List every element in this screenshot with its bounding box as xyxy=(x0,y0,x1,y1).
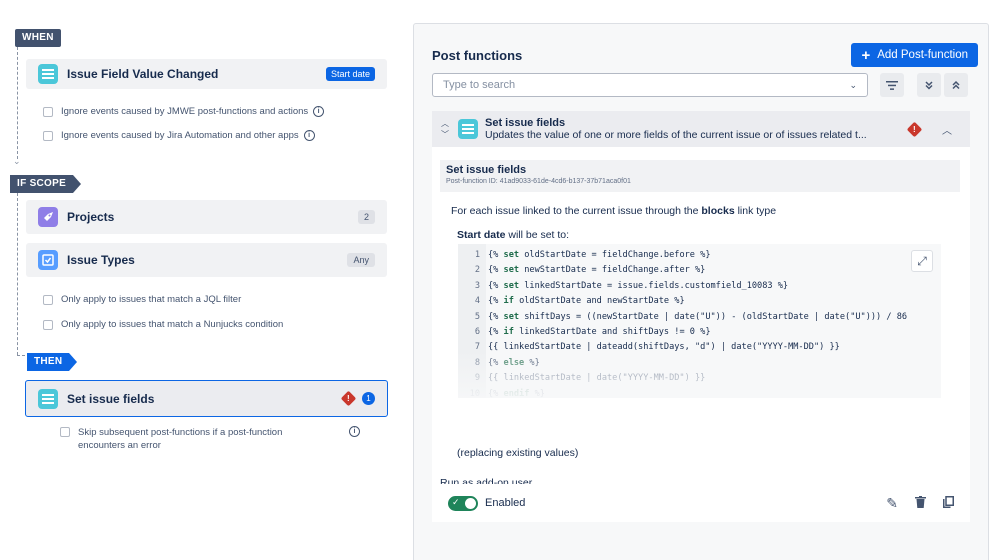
link-type-description: For each issue linked to the current iss… xyxy=(451,205,777,217)
line-number: 2 xyxy=(474,265,480,276)
post-function-id: Post-function ID: 41ad9033-61de-4cd6-b13… xyxy=(446,178,631,185)
expand-all-button[interactable] xyxy=(917,73,941,97)
checkbox-square-icon xyxy=(38,250,58,270)
post-functions-panel: Post functions + Add Post-function Type … xyxy=(413,23,989,560)
issue-types-badge: Any xyxy=(347,253,375,267)
code-editor[interactable]: 1{% set oldStartDate = fieldChange.befor… xyxy=(458,244,941,398)
double-chevron-down-icon xyxy=(925,81,933,90)
panel-title: Post functions xyxy=(432,48,523,63)
line-number: 4 xyxy=(474,296,480,307)
error-icon: ! xyxy=(906,121,923,137)
reorder-controls[interactable]: ︿ ﹀ xyxy=(432,118,458,140)
trigger-title: Issue Field Value Changed xyxy=(67,67,219,81)
info-icon[interactable]: i xyxy=(349,426,360,437)
when-tag: WHEN xyxy=(15,29,61,47)
enabled-toggle[interactable] xyxy=(448,495,478,511)
line-number: 1 xyxy=(474,250,480,260)
info-icon[interactable]: i xyxy=(303,130,315,141)
chevron-down-icon[interactable]: ⌄ xyxy=(849,79,857,90)
checkbox[interactable] xyxy=(43,295,53,305)
projects-card[interactable]: Projects 2 xyxy=(26,200,387,234)
scope-option-2[interactable]: Only apply to issues that match a Nunjuc… xyxy=(43,319,283,330)
line-number: 7 xyxy=(474,342,480,353)
delete-icon[interactable] xyxy=(915,495,926,511)
info-icon[interactable]: i xyxy=(313,106,325,117)
search-placeholder: Type to search xyxy=(443,79,516,91)
post-function-body: Set issue fields Post-function ID: 41ad9… xyxy=(432,147,970,521)
scope-option-1[interactable]: Only apply to issues that match a JQL fi… xyxy=(43,294,241,305)
move-up-icon[interactable]: ︿ xyxy=(441,119,449,128)
search-input[interactable]: Type to search ⌄ xyxy=(432,73,868,97)
code-line: 2{% set newStartDate = fieldChange.after… xyxy=(458,263,941,278)
add-post-function-button[interactable]: + Add Post-function xyxy=(851,43,978,67)
checkbox[interactable] xyxy=(43,107,53,117)
action-option-skip[interactable]: Skip subsequent post-functions if a post… xyxy=(60,426,360,452)
trigger-option-2[interactable]: Ignore events caused by Jira Automation … xyxy=(43,130,315,141)
code-line: 5{% set shiftDays = ((newStartDate | dat… xyxy=(458,310,941,325)
connector-line xyxy=(17,193,18,355)
projects-count-badge: 2 xyxy=(357,210,375,224)
post-function-title: Set issue fields xyxy=(485,117,566,129)
expand-editor-button[interactable]: ⤢ xyxy=(911,250,933,272)
code-line: 6{% if linkedStartDate and shiftDays != … xyxy=(458,325,941,340)
collapse-all-button[interactable] xyxy=(944,73,968,97)
replacing-note: (replacing existing values) xyxy=(457,447,579,459)
double-chevron-up-icon xyxy=(952,80,960,90)
trigger-option-1[interactable]: Ignore events caused by JMWE post-functi… xyxy=(43,106,325,117)
line-number: 5 xyxy=(474,311,480,322)
line-number: 6 xyxy=(474,327,480,337)
filter-icon xyxy=(886,80,898,90)
rocket-icon xyxy=(38,207,58,227)
then-tag: THEN xyxy=(27,353,78,371)
workflow-column: WHEN ⌄ Issue Field Value Changed Start d… xyxy=(0,0,400,560)
issue-types-card[interactable]: Issue Types Any xyxy=(26,243,387,277)
collapse-chevron-icon[interactable]: ︿ xyxy=(942,125,952,137)
post-function-subheader: Set issue fields Post-function ID: 41ad9… xyxy=(440,160,960,192)
connector-line xyxy=(17,47,18,159)
code-line: 4{% if oldStartDate and newStartDate %} xyxy=(458,294,941,309)
post-function-summary: Updates the value of one or more fields … xyxy=(485,129,867,141)
list-icon xyxy=(458,119,478,139)
code-line: 7{{ linkedStartDate | dateadd(shiftDays,… xyxy=(458,340,941,355)
connector-line xyxy=(17,355,25,356)
arrow-down-icon: ⌄ xyxy=(13,156,21,166)
trigger-card[interactable]: Issue Field Value Changed Start date xyxy=(26,59,387,89)
post-function-header[interactable]: ︿ ﹀ Set issue fields Updates the value o… xyxy=(432,111,970,147)
issue-types-title: Issue Types xyxy=(67,253,135,267)
code-line: 3{% set linkedStartDate = issue.fields.c… xyxy=(458,279,941,294)
checkbox[interactable] xyxy=(43,320,53,330)
enabled-label: Enabled xyxy=(485,497,526,509)
filter-button[interactable] xyxy=(880,73,904,97)
error-icon: ! xyxy=(340,390,357,407)
copy-icon[interactable] xyxy=(943,495,954,511)
field-label: Start date will be set to: xyxy=(457,229,570,241)
if-scope-tag: IF SCOPE xyxy=(10,175,82,193)
action-card-set-issue-fields[interactable]: Set issue fields ! 1 xyxy=(25,380,388,417)
list-icon xyxy=(38,388,58,409)
checkbox[interactable] xyxy=(60,427,70,437)
edit-icon[interactable]: ✎ xyxy=(886,494,898,511)
action-title: Set issue fields xyxy=(67,391,155,406)
code-line: 1{% set oldStartDate = fieldChange.befor… xyxy=(458,248,941,263)
move-down-icon[interactable]: ﹀ xyxy=(441,130,449,139)
count-badge: 1 xyxy=(362,392,375,405)
projects-title: Projects xyxy=(67,210,115,224)
line-number: 3 xyxy=(474,280,480,291)
field-badge: Start date xyxy=(325,67,375,81)
list-icon xyxy=(38,64,58,84)
post-function-footer: Enabled ✎ xyxy=(432,484,970,522)
plus-icon: + xyxy=(861,46,871,64)
checkbox[interactable] xyxy=(43,131,53,141)
